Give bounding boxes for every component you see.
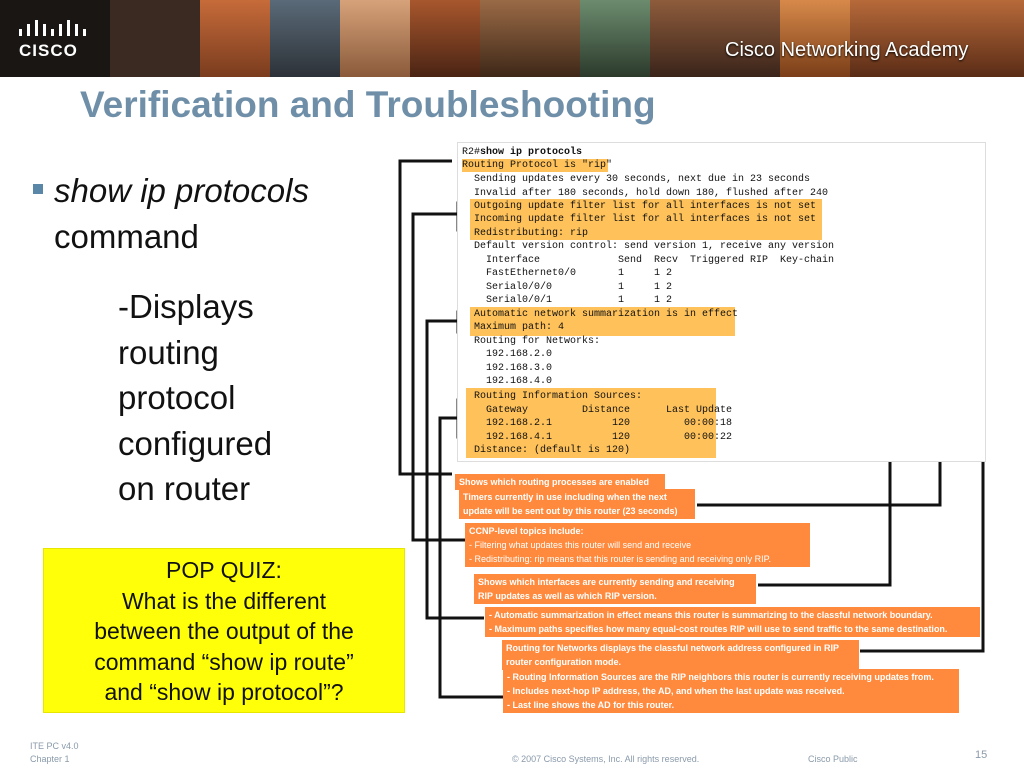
annotation-line: Shows which interfaces are currently sen… [478, 577, 735, 587]
quiz-line: command “show ip route” [94, 648, 354, 675]
banner-photo [780, 0, 850, 77]
banner-photo [480, 0, 580, 77]
academy-title: Cisco Networking Academy [725, 39, 969, 61]
annotation-line: - Routing Information Sources are the RI… [507, 672, 934, 682]
quiz-line: and “show ip protocol”? [104, 679, 344, 705]
terminal-line: 192.168.2.1 120 00:00:18 [462, 418, 733, 429]
terminal-line: Serial0/0/1 1 1 2 [462, 295, 673, 306]
annotation-ccnp-topics: CCNP-level topics include: - Filtering w… [465, 523, 810, 567]
terminal-line: 192.168.4.0 [462, 376, 553, 387]
terminal-line: Routing Protocol is "rip" [462, 160, 613, 171]
banner-photo [340, 0, 410, 77]
highlight-block [470, 199, 822, 240]
terminal-line: Outgoing update filter list for all inte… [462, 201, 817, 212]
terminal-line: 192.168.2.0 [462, 349, 553, 360]
bullet-icon [33, 184, 43, 194]
connector-summarization [425, 319, 484, 620]
bullet-command-word: command [54, 218, 199, 255]
description-line: protocol [118, 379, 236, 416]
annotation-networks: Routing for Networks displays the classf… [502, 640, 859, 670]
terminal-line: Sending updates every 30 seconds, next d… [462, 174, 811, 185]
description-line: -Displays [118, 288, 254, 325]
page-number: 15 [975, 749, 988, 761]
annotation-line: - Last line shows the AD for this router… [507, 700, 675, 710]
annotation-line: Shows which routing processes are enable… [459, 477, 650, 487]
banner-photo [850, 0, 1024, 77]
header-banner: CISCO Cisco Networking Academy [0, 0, 1024, 77]
description-line: configured [118, 424, 273, 462]
terminal-line: Maximum path: 4 [462, 322, 565, 333]
terminal-prompt-line: R2#show ip protocols [462, 147, 582, 159]
banner-photo [200, 0, 270, 77]
connector-sources [438, 416, 503, 699]
annotation-line: update will be sent out by this router (… [463, 506, 678, 516]
highlight-block [466, 388, 716, 458]
annotation-line: - Redistributing: rip means that this ro… [469, 554, 771, 564]
banner-photo [650, 0, 780, 77]
annotation-line: - Includes next-hop IP address, the AD, … [507, 686, 845, 696]
annotation-sources: - Routing Information Sources are the RI… [503, 669, 959, 713]
quiz-line: between the output of the [94, 618, 354, 644]
cisco-logo-text: CISCO [19, 41, 78, 60]
terminal-line: Default version control: send version 1,… [462, 241, 835, 252]
terminal-line: Routing for Networks: [462, 336, 601, 347]
terminal-line: 192.168.4.1 120 00:00:22 [462, 432, 733, 443]
banner-photo [580, 0, 650, 77]
slide-title: Verification and Troubleshooting [80, 84, 656, 125]
footer-chapter: Chapter 1 [30, 754, 70, 764]
description-line: routing [118, 333, 219, 371]
annotation-routing-processes: Shows which routing processes are enable… [455, 474, 665, 490]
annotation-line: Routing for Networks displays the classf… [506, 643, 840, 653]
terminal-line: Interface Send Recv Triggered RIP Key-ch… [462, 255, 835, 266]
highlight-block [470, 307, 735, 336]
banner-photo [410, 0, 480, 77]
pop-quiz-box: POP QUIZ: What is the different between … [43, 548, 405, 713]
terminal-line: Redistributing: rip [462, 228, 589, 239]
annotation-timers: Timers currently in use including when t… [459, 489, 695, 519]
footer-course: ITE PC v4.0 [30, 741, 79, 751]
annotation-line: - Filtering what updates this router wil… [469, 540, 692, 550]
terminal-line: Invalid after 180 seconds, hold down 180… [462, 188, 829, 199]
annotation-line: CCNP-level topics include: [469, 526, 584, 536]
quiz-line: What is the different [121, 587, 327, 614]
terminal-line: FastEthernet0/0 1 1 2 [462, 268, 673, 279]
terminal-prompt: R2# [462, 147, 481, 158]
terminal-line: Distance: (default is 120) [462, 445, 631, 456]
description-line: on router [118, 470, 251, 507]
annotation-line: Timers currently in use including when t… [463, 492, 667, 502]
terminal-line: Routing Information Sources: [462, 391, 643, 402]
terminal-command: show ip protocols [480, 147, 583, 158]
terminal-line: Gateway Distance Last Update [462, 405, 733, 416]
terminal-line: Serial0/0/0 1 1 2 [462, 282, 673, 293]
highlight-block [462, 159, 608, 172]
cisco-bars-icon [19, 20, 86, 36]
annotation-interfaces: Shows which interfaces are currently sen… [474, 574, 756, 604]
cisco-logo: CISCO [0, 0, 110, 77]
footer-copyright: © 2007 Cisco Systems, Inc. All rights re… [512, 754, 700, 764]
annotation-summarization: - Automatic summarization in effect mean… [485, 607, 980, 637]
bullet-description: -Displays routing protocol configured on… [118, 284, 318, 512]
terminal-output: R2#show ip protocols Routing Protocol is… [457, 142, 986, 462]
terminal-line: 192.168.3.0 [462, 363, 553, 374]
footer-classification: Cisco Public [808, 754, 858, 764]
annotation-line: - Maximum paths specifies how many equal… [489, 624, 948, 634]
terminal-line: Incoming update filter list for all inte… [462, 214, 817, 225]
annotation-line: RIP updates as well as which RIP version… [478, 591, 657, 601]
banner-photo [270, 0, 340, 77]
annotation-line: - Automatic summarization in effect mean… [489, 610, 933, 620]
terminal-line: Automatic network summarization is in ef… [462, 309, 739, 320]
quiz-line: POP QUIZ: [166, 557, 282, 583]
annotation-line: router configuration mode. [506, 657, 622, 667]
bullet-command: show ip protocols [54, 172, 309, 209]
